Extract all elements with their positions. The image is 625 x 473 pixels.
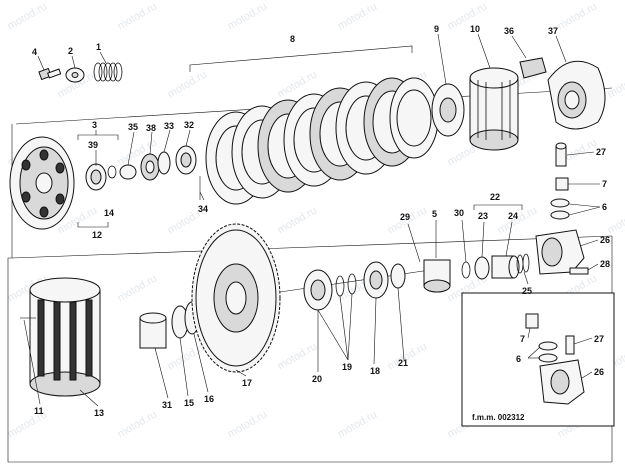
callout-6-inset: 6	[516, 354, 521, 364]
callout-39: 39	[88, 140, 98, 150]
part-23-seal	[475, 257, 489, 279]
callout-26-inset: 26	[594, 367, 604, 377]
callout-3: 3	[92, 120, 97, 130]
callout-5: 5	[432, 209, 437, 219]
watermark-text: motod.ru	[116, 272, 160, 304]
callout-20: 20	[312, 374, 322, 384]
callout-31: 31	[162, 400, 172, 410]
callout-32: 32	[184, 120, 194, 130]
part-36-block	[520, 58, 546, 78]
watermark-text: motod.ru	[116, 408, 160, 440]
watermark-text: motod.ru	[166, 68, 210, 100]
callout-27-inset: 27	[594, 334, 604, 344]
callout-10: 10	[470, 24, 480, 34]
watermark-text: motod.ru	[606, 68, 625, 100]
callout-37: 37	[548, 26, 558, 36]
part-6-washers	[551, 199, 569, 219]
part-30-ring	[462, 262, 470, 278]
part-37-housing	[548, 61, 605, 129]
part-17-primary-gear	[192, 224, 280, 372]
callout-8: 8	[290, 34, 295, 44]
watermark-text: motod.ru	[116, 0, 160, 32]
part-39-ring	[108, 166, 116, 178]
part-24-piston	[492, 256, 519, 278]
callout-21: 21	[398, 358, 408, 368]
part-38-nut	[141, 154, 159, 180]
part-20-bearing	[304, 270, 332, 310]
part-8-clutch-plates	[206, 78, 438, 204]
watermark-text: motod.ru	[226, 0, 270, 32]
detail-inset: f.m.m. 002312	[462, 293, 614, 426]
part-12-pressure-plate	[10, 137, 74, 229]
callout-9: 9	[434, 24, 439, 34]
callout-7-inset: 7	[520, 334, 525, 344]
callout-35: 35	[128, 122, 138, 132]
callout-7: 7	[602, 179, 607, 189]
inset-part-26-slave-cylinder	[540, 360, 584, 404]
part-35-cap	[120, 165, 136, 179]
figure-reference: f.m.m. 002312	[472, 413, 525, 422]
watermark-text: motod.ru	[446, 0, 490, 32]
part-10-clutch-drum	[470, 68, 518, 150]
callout-14: 14	[104, 208, 114, 218]
part-28-bolt	[570, 268, 588, 274]
part-14-bearing	[86, 164, 106, 190]
watermark-text: motod.ru	[276, 204, 320, 236]
callout-33: 33	[164, 121, 174, 131]
watermark-text: motod.ru	[6, 0, 50, 32]
callout-16: 16	[204, 394, 214, 404]
callout-34: 34	[198, 204, 208, 214]
part-9-hub	[432, 84, 464, 136]
callout-27: 27	[596, 147, 606, 157]
bracket-22	[474, 205, 522, 210]
callout-18: 18	[370, 366, 380, 376]
part-33-washer	[158, 152, 170, 174]
callout-6: 6	[602, 202, 607, 212]
callout-23: 23	[478, 211, 488, 221]
part-7-bleed-screw	[556, 178, 568, 190]
part-31-bush	[140, 313, 166, 348]
callout-38: 38	[146, 123, 156, 133]
watermark-text: motod.ru	[276, 340, 320, 372]
callout-22: 22	[490, 192, 500, 202]
watermark-text: motod.ru	[226, 408, 270, 440]
callout-25: 25	[522, 286, 532, 296]
callout-30: 30	[454, 208, 464, 218]
part-13-clutch-basket	[30, 278, 100, 396]
callout-15: 15	[184, 398, 194, 408]
part-18-bearing	[364, 262, 388, 298]
watermark-text: motod.ru	[606, 204, 625, 236]
part-5-piston	[424, 260, 450, 292]
watermark-text: motod.ru	[556, 0, 600, 32]
part-2-washer	[66, 68, 84, 82]
inset-part-7-bleed-screw	[526, 314, 538, 328]
part-27-fitting	[556, 143, 566, 166]
part-21-spacer	[391, 264, 405, 288]
callout-24: 24	[508, 211, 518, 221]
callout-12: 12	[92, 230, 102, 240]
callout-19: 19	[342, 362, 352, 372]
callout-17: 17	[242, 378, 252, 388]
part-4-bolt	[39, 69, 61, 80]
callout-26: 26	[600, 235, 610, 245]
callout-36: 36	[504, 26, 514, 36]
callout-13: 13	[94, 408, 104, 418]
part-32-collar	[176, 146, 196, 174]
callout-29: 29	[400, 212, 410, 222]
part-26-slave-cylinder	[536, 230, 584, 274]
callout-11: 11	[34, 406, 44, 416]
inset-part-27-fitting	[566, 336, 574, 354]
watermark-text: motod.ru	[336, 0, 380, 32]
bracket-8	[190, 46, 412, 72]
callout-1: 1	[96, 42, 101, 52]
callout-4: 4	[32, 47, 37, 57]
callout-2: 2	[68, 46, 73, 56]
callout-28: 28	[600, 259, 610, 269]
watermark-text: motod.ru	[336, 408, 380, 440]
